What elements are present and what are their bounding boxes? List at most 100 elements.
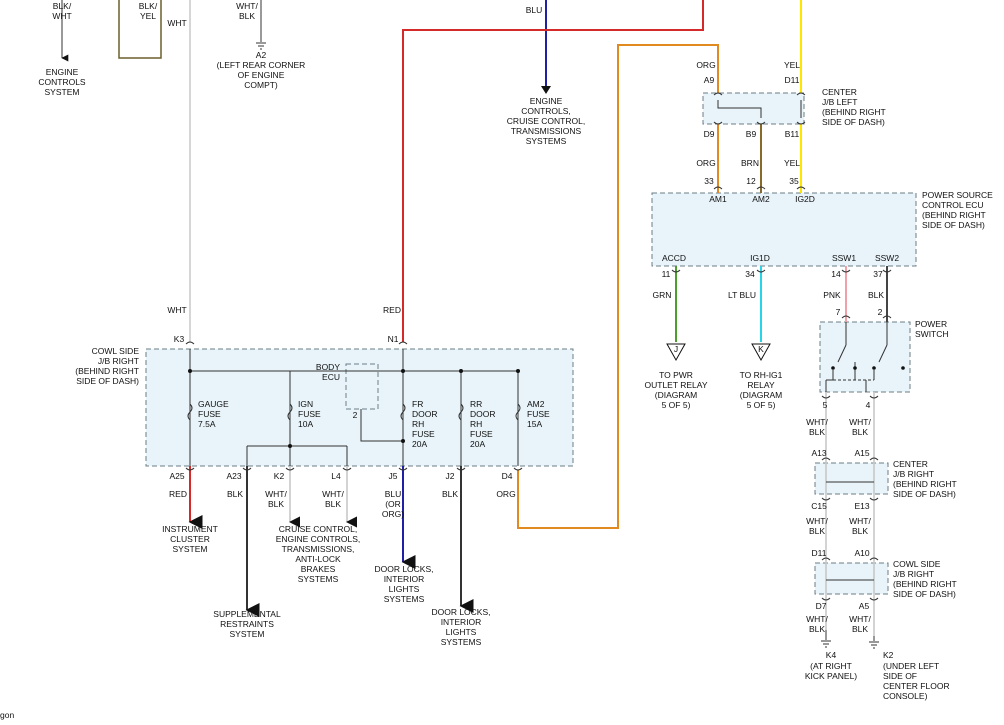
- label-cowl-jb-blk-j2: BLK: [442, 489, 458, 499]
- label-cowl-jb-a25: A25: [169, 471, 184, 481]
- wire-blk-yel-loop: [118, 0, 162, 59]
- label-cowl-right-small-wb1: WHT/BLK: [806, 614, 828, 634]
- label-power-ecu-blk: BLK: [868, 290, 884, 300]
- label-top-wht-blk: WHT/BLK: [236, 1, 258, 21]
- label-cowl-jb-n1: N1: [388, 334, 399, 344]
- wire-red: [402, 0, 704, 342]
- label-power-switch-wb2: WHT/BLK: [849, 417, 871, 437]
- power-switch-internals: [825, 322, 905, 392]
- ground-symbol-k2: [869, 636, 879, 649]
- ground-symbol-k4: [821, 630, 831, 648]
- label-power-switch-p5: 5: [823, 400, 828, 410]
- label-power-ecu-p14: 14: [831, 269, 841, 279]
- label-cowl-right-small-a10: A10: [854, 548, 869, 558]
- label-power-ecu-ig1d: IG1D: [750, 253, 770, 263]
- label-power-switch-p4: 4: [866, 400, 871, 410]
- label-cowl-right-small-a5: A5: [859, 601, 870, 611]
- label-power-ecu-accd: ACCD: [662, 253, 686, 263]
- label-cowl-jb-l4: L4: [331, 471, 341, 481]
- label-power-ecu-p37: 37: [873, 269, 883, 279]
- label-cowl-jb-k3: K3: [174, 334, 185, 344]
- label-power-ecu-pnk: PNK: [823, 290, 841, 300]
- label-cowl-jb-red-out: RED: [169, 489, 187, 499]
- label-center-jb-right-a13: A13: [811, 448, 826, 458]
- label-cowl-right-small-k2: K2: [883, 650, 894, 660]
- label-power-ecu-ig2d: IG2D: [795, 194, 815, 204]
- connector-j: [666, 343, 686, 362]
- label-cowl-jb-red: RED: [383, 305, 401, 315]
- label-cowl-right-small-d11: D11: [812, 548, 827, 558]
- label-power-ecu-p11: 11: [662, 269, 671, 279]
- label-center-jb-left-yel-top: YEL: [784, 60, 800, 70]
- label-cowl-jb-cruise: CRUISE CONTROL,ENGINE CONTROLS,TRANSMISS…: [276, 524, 361, 584]
- label-power-ecu-p34: 34: [745, 269, 755, 279]
- label-power-ecu-am2: AM2: [752, 194, 770, 204]
- label-cowl-right-small-d7: D7: [816, 601, 827, 611]
- label-top-wht: WHT: [167, 18, 186, 28]
- label-center-jb-right-c15: C15: [811, 501, 827, 511]
- center-jb-bus: [717, 100, 762, 118]
- label-center-jb-right-a15: A15: [854, 448, 869, 458]
- cowl-jb-right-small-box: [814, 562, 889, 595]
- label-cowl-jb-blk-a23: BLK: [227, 489, 243, 499]
- label-power-switch-wb1: WHT/BLK: [806, 417, 828, 437]
- label-cowl-jb-p2: 2: [353, 410, 358, 420]
- label-center-jb-right-wb1: WHT/BLK: [806, 516, 828, 536]
- label-center-jb-left-yel-bot: YEL: [784, 158, 800, 168]
- label-power-ecu-ssw2: SSW2: [875, 253, 899, 263]
- label-center-jb-right-wb2: WHT/BLK: [849, 516, 871, 536]
- label-center-jb-left-org-bot: ORG: [696, 158, 715, 168]
- label-cowl-jb-d4: D4: [502, 471, 513, 481]
- label-footer: gon: [0, 710, 14, 720]
- label-center-jb-left-a9: A9: [704, 75, 715, 85]
- arrow-blu: [541, 86, 551, 94]
- label-center-jb-left-b9: B9: [746, 129, 757, 139]
- center-jb-right-box: [814, 462, 889, 495]
- cowl-jb-internals: [188, 349, 520, 466]
- label-power-ecu-p35: 35: [789, 176, 799, 186]
- label-cowl-jb-j2: J2: [446, 471, 455, 481]
- label-cowl-jb-wht: WHT: [167, 305, 186, 315]
- label-cowl-right-small-k4: K4: [826, 650, 837, 660]
- fuse-symbols: [187, 403, 521, 421]
- label-cowl-jb-org-d4: ORG: [496, 489, 515, 499]
- label-top-blk-yel: BLK/YEL: [139, 1, 158, 21]
- connector-k: [751, 343, 771, 362]
- ground-symbol-a2: [256, 42, 266, 50]
- label-power-switch-p2: 2: [878, 307, 883, 317]
- label-power-ecu-p12: 12: [746, 176, 756, 186]
- label-top-blu: BLU: [526, 5, 543, 15]
- label-center-jb-left-brn: BRN: [741, 158, 759, 168]
- label-center-jb-left-d11: D11: [785, 75, 800, 85]
- label-top-blk-wht: BLK/WHT: [52, 1, 72, 21]
- label-cowl-jb-wb-k2: WHT/BLK: [265, 489, 287, 509]
- label-power-ecu-grn: GRN: [653, 290, 672, 300]
- label-center-jb-left-b11: B11: [785, 129, 800, 139]
- label-power-ecu-k: K: [758, 344, 764, 354]
- label-power-ecu-j: J: [674, 344, 678, 354]
- wire-org: [517, 44, 719, 529]
